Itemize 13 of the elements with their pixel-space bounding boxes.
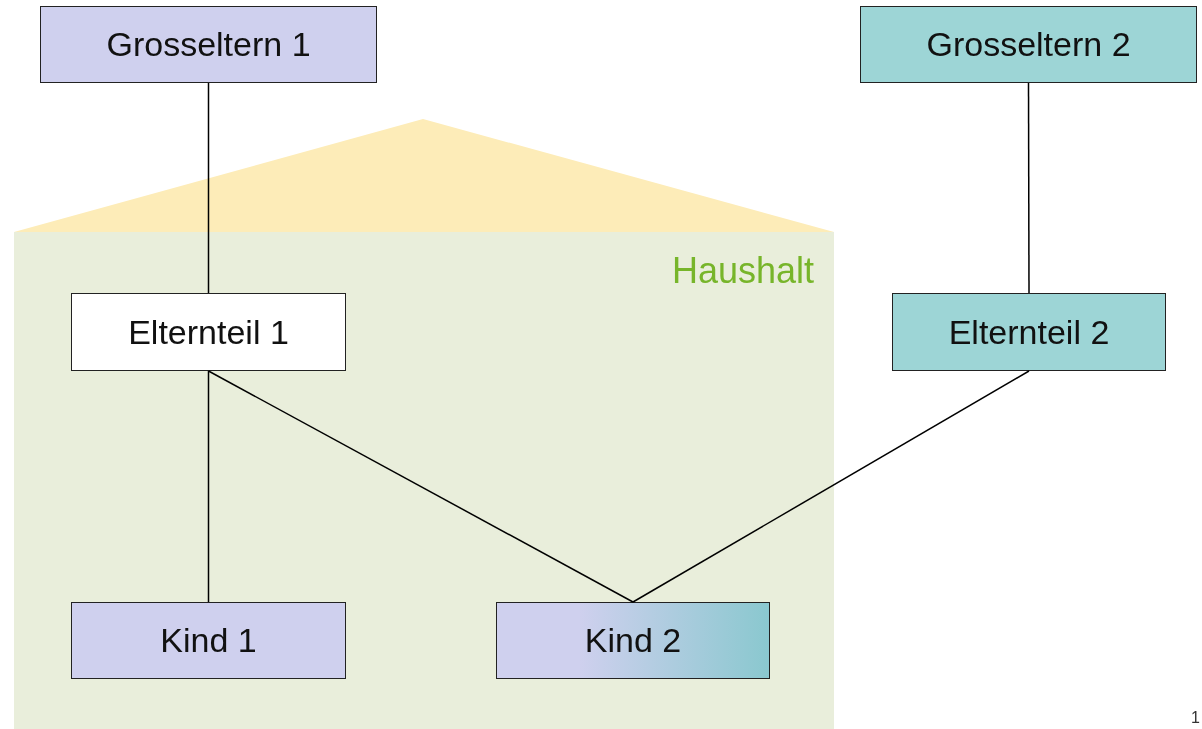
connector-line (207, 370, 634, 603)
connector-line (207, 82, 210, 294)
person-box: Kind 2 (496, 602, 770, 679)
person-box: Elternteil 2 (892, 293, 1166, 371)
connector-line (207, 370, 210, 603)
page-number: 1 (1191, 709, 1200, 727)
person-box: Elternteil 1 (71, 293, 346, 371)
connector-line (632, 370, 1030, 603)
person-box: Grosseltern 2 (860, 6, 1197, 83)
person-box: Kind 1 (71, 602, 346, 679)
person-box: Grosseltern 1 (40, 6, 377, 83)
connector-line (1027, 82, 1030, 294)
group-label: Haushalt (671, 250, 814, 292)
